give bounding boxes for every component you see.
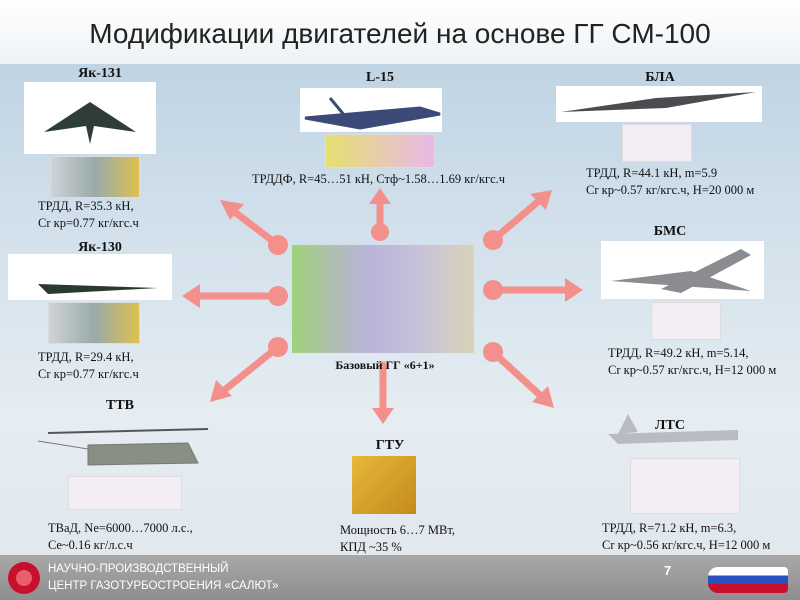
arrow-bms [483,278,583,302]
bms-aircraft-image [601,241,764,299]
yak130-specs: ТРДД, R=29.4 кН, Cr кр=0.77 кг/кгс.ч [38,349,139,383]
l15-aircraft-image [300,88,442,132]
lts-aircraft-image [598,404,748,456]
ttv-engine-image [68,476,182,510]
arrow-lts [483,342,554,408]
gtu-spec-1: Мощность 6…7 МВт, [340,523,455,537]
bla-drone-image [556,86,762,122]
title-bar [0,0,800,64]
ttv-specs: ТВаД, Ne=6000…7000 л.с., Ce~0.16 кг/л.с.ч [48,520,193,554]
company-emblem-icon [8,562,40,594]
yak130-engine-image [48,302,140,344]
bla-spec-2: Cr кр~0.57 кг/кгс.ч, H=20 000 м [586,183,755,197]
yak130-spec-2: Cr кр=0.77 кг/кгс.ч [38,367,139,381]
arrow-yak131 [220,200,288,255]
yak131-engine-image [50,156,140,198]
ttv-spec-1: ТВаД, Ne=6000…7000 л.с., [48,521,193,535]
l15-specs: ТРДДФ, R=45…51 кН, Cтф~1.58…1.69 кг/кгс.… [252,172,506,186]
gtu-unit-image [352,456,416,514]
bms-spec-2: Cr кр~0.57 кг/кгс.ч, H=12 000 м [608,363,777,377]
yak130-aircraft-image [8,254,172,300]
bms-title: БМС [653,224,687,239]
gtu-specs: Мощность 6…7 МВт, КПД ~35 % [340,522,455,556]
ttv-title: ТТВ [105,398,134,413]
bms-engine-image [651,302,721,340]
yak131-title: Як-131 [78,66,122,81]
arrow-l15 [369,188,391,241]
bms-specs: ТРДД, R=49.2 кН, m=5.14, Cr кр~0.57 кг/кг… [608,345,776,379]
arrow-ttv [210,337,288,402]
bla-spec-1: ТРДД, R=44.1 кН, m=5.9 [586,166,718,180]
center-label: Базовый ГГ «6+1» [335,358,435,372]
footer-line-2: ЦЕНТР ГАЗОТУРБОСТРОЕНИЯ «САЛЮТ» [48,580,279,592]
bla-engine-image [622,124,692,162]
lts-spec-2: Cr кр~0.56 кг/кгс.ч, H=12 000 м [602,538,771,552]
base-gas-generator-image [292,245,474,353]
arrow-yak130 [182,284,288,308]
lts-engine-image [630,458,740,514]
lts-spec-1: ТРДД, R=71.2 кН, m=6.3, [602,521,737,535]
l15-title: L-15 [366,70,394,85]
ttv-spec-2: Ce~0.16 кг/л.с.ч [48,538,133,552]
yak131-spec-1: ТРДД, R=35.3 кН, [38,199,134,213]
yak131-specs: ТРДД, R=35.3 кН, Cr кр=0.77 кг/кгс.ч [38,198,139,232]
salyut-logo [708,567,788,593]
yak131-spec-2: Cr кр=0.77 кг/кгс.ч [38,216,139,230]
gtu-title: ГТУ [375,438,405,453]
lts-title: ЛТС [655,418,685,433]
yak130-title: Як-130 [78,240,122,255]
arrow-bla [483,190,552,250]
l15-engine-image [325,134,435,168]
footer-line-1: НАУЧНО-ПРОИЗВОДСТВЕННЫЙ [48,563,229,575]
yak131-aircraft-image [24,82,156,154]
arrow-gtu [372,361,394,424]
gtu-spec-2: КПД ~35 % [340,540,402,554]
ttv-helicopter-image [28,415,218,477]
bms-spec-1: ТРДД, R=49.2 кН, m=5.14, [608,346,749,360]
footer [0,555,800,600]
bla-specs: ТРДД, R=44.1 кН, m=5.9 Cr кр~0.57 кг/кгс.… [586,165,754,199]
yak130-spec-1: ТРДД, R=29.4 кН, [38,350,134,364]
bla-title: БЛА [645,70,675,85]
lts-specs: ТРДД, R=71.2 кН, m=6.3, Cr кр~0.56 кг/кгс… [602,520,770,554]
page-number: 7 [664,563,672,578]
slide-title: Модификации двигателей на основе ГГ СМ-1… [89,18,711,49]
